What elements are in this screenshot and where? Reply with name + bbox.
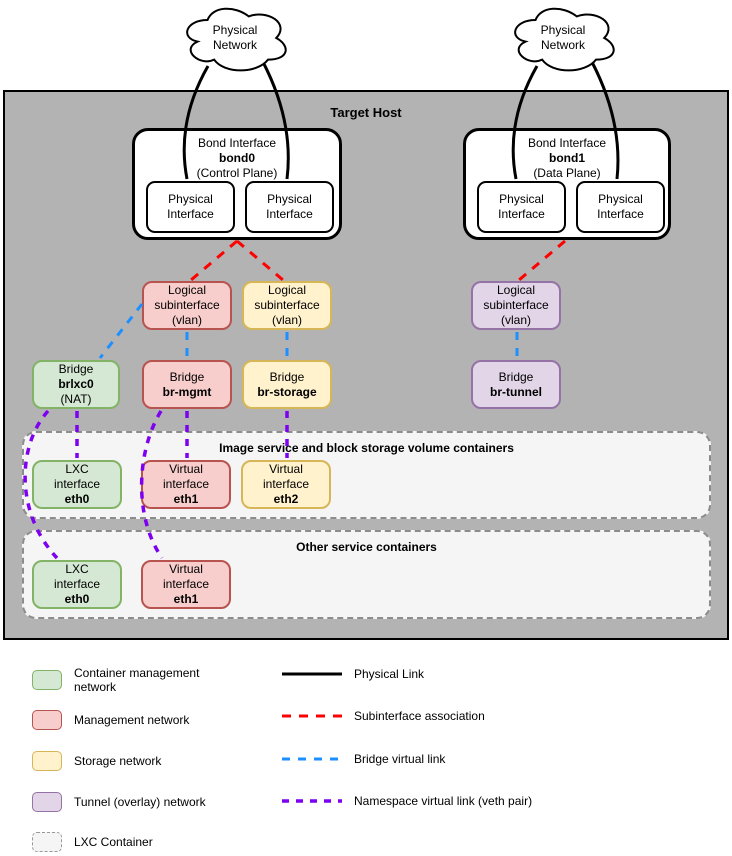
- legend-label-tunnel: Tunnel (overlay) network: [74, 795, 206, 809]
- legend-label-subinterface-association: Subinterface association: [354, 709, 485, 723]
- vlan-subinterface-storage-node: Logical subinterface (vlan): [242, 281, 332, 330]
- bridge-br-tunnel-node: Bridge br-tunnel: [471, 360, 561, 409]
- virtual-interface-eth1-node: Virtual interface eth1: [141, 560, 231, 609]
- physical-interface-box: Physical Interface: [146, 181, 235, 233]
- vlan-subinterface-mgmt-node: Logical subinterface (vlan): [142, 281, 232, 330]
- physical-interface-box: Physical Interface: [245, 181, 334, 233]
- legend-swatch-tunnel: [32, 792, 62, 812]
- legend-swatch-management: [32, 710, 62, 730]
- legend-swatch-storage: [32, 751, 62, 771]
- lxc-interface-eth0-node: LXC interface eth0: [32, 460, 122, 509]
- virtual-interface-eth2-node: Virtual interface eth2: [241, 460, 331, 509]
- bond1-title: Bond Interface bond1 (Data Plane): [527, 136, 607, 180]
- lxc-container-other-services: Other service containers: [22, 530, 711, 619]
- physical-interface-box: Physical Interface: [477, 181, 566, 233]
- lxc-container-image-service: Image service and block storage volume c…: [22, 431, 711, 519]
- target-host-title: Target Host: [330, 105, 402, 120]
- bond0-box: Bond Interface bond0 (Control Plane) Phy…: [132, 128, 342, 240]
- virtual-interface-eth1-node: Virtual interface eth1: [141, 460, 231, 509]
- legend-label-lxc-container: LXC Container: [74, 835, 153, 849]
- legend-label-physical-link: Physical Link: [354, 667, 425, 681]
- bridge-brlxc0-node: Bridge brlxc0 (NAT): [32, 360, 120, 409]
- container-title: Image service and block storage volume c…: [219, 441, 514, 455]
- physical-network-cloud-label: Physical Network: [540, 23, 586, 52]
- legend-label-bridge-virtual-link: Bridge virtual link: [354, 752, 446, 766]
- bridge-br-mgmt-node: Bridge br-mgmt: [142, 360, 232, 409]
- bond1-box: Bond Interface bond1 (Data Plane) Physic…: [463, 128, 671, 240]
- bridge-br-storage-node: Bridge br-storage: [242, 360, 332, 409]
- physical-interface-box: Physical Interface: [576, 181, 665, 233]
- legend-swatch-lxc-container: [32, 832, 62, 852]
- bond0-title: Bond Interface bond0 (Control Plane): [196, 136, 278, 180]
- legend-label-management: Management network: [74, 713, 190, 727]
- legend-label-container-mgmt: Container management network: [74, 666, 200, 694]
- lxc-interface-eth0-node: LXC interface eth0: [32, 560, 122, 609]
- legend-swatch-container-mgmt: [32, 670, 62, 690]
- legend-label-storage: Storage network: [74, 754, 162, 768]
- vlan-subinterface-tunnel-node: Logical subinterface (vlan): [471, 281, 561, 330]
- container-title: Other service containers: [296, 540, 437, 554]
- legend-label-namespace-virtual-link: Namespace virtual link (veth pair): [354, 794, 533, 808]
- physical-network-cloud-label: Physical Network: [212, 23, 258, 52]
